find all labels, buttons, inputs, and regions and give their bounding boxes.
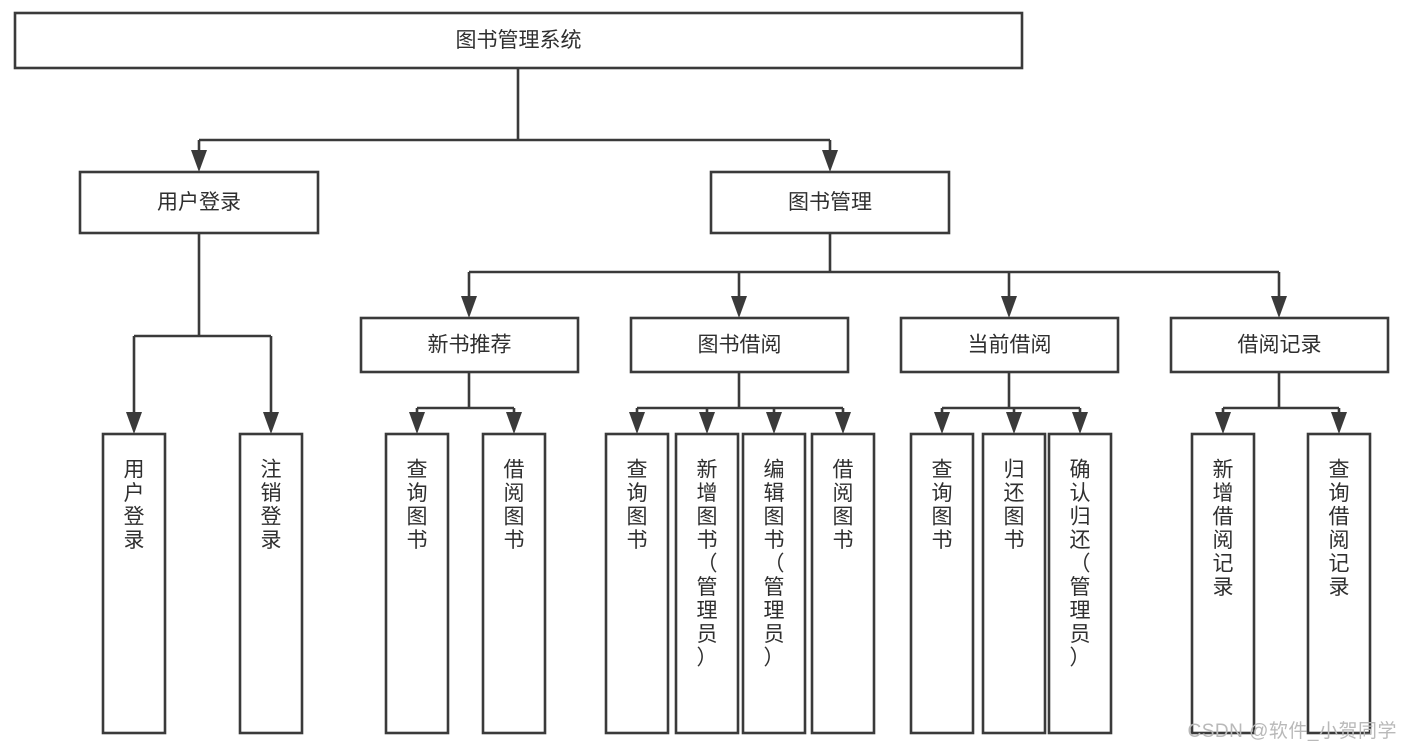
node-level2-book-management[interactable]: 图书管理 [709,170,951,235]
node-label: 图书借阅 [698,334,782,357]
node-box [1169,316,1390,374]
node-label: 借阅图书 [833,458,854,551]
node-label: 图书管理系统 [456,29,582,52]
node-label: 用户登录 [124,458,145,551]
node-box [1190,432,1256,735]
connector-bus-new-book [409,372,522,434]
node-level4-leaf-query-book-2[interactable]: 查询图书 [604,432,670,735]
node-label: 查询图书 [932,458,953,551]
node-box [1047,432,1113,735]
connector-bus-current-borrow [934,372,1088,434]
node-box [810,432,876,735]
node-box [1306,432,1372,735]
node-box [629,316,850,374]
csdn-watermark: CSDN @软件_小贺同学 [1187,721,1397,742]
node-level4-leaf-query-book-3[interactable]: 查询图书 [909,432,975,735]
node-root-system-title[interactable]: 图书管理系统 [13,11,1024,70]
node-level4-leaf-confirm-return-admin[interactable]: 确认归还（管理员） [1047,432,1113,735]
node-label: 新书推荐 [428,334,512,357]
node-label: 确认归还（管理员） [1070,458,1091,669]
node-level4-leaf-borrow-book-2[interactable]: 借阅图书 [810,432,876,735]
node-level3-current-borrow[interactable]: 当前借阅 [899,316,1120,374]
node-box [709,170,951,235]
connectors-layer [126,68,1347,434]
node-level3-new-book-recommend[interactable]: 新书推荐 [359,316,580,374]
node-box [359,316,580,374]
node-level4-leaf-user-login[interactable]: 用户登录 [101,432,167,735]
node-label: 图书管理 [788,191,872,214]
node-label: 查询图书 [627,458,648,551]
node-box [78,170,320,235]
connector-bus-user-login [126,233,279,434]
node-label: 归还图书 [1004,458,1025,551]
node-label: 查询图书 [407,458,428,551]
node-label: 编辑图书（管理员） [764,458,785,669]
connector-bus-book-management [461,233,1287,318]
node-box [604,432,670,735]
node-label: 借阅图书 [504,458,525,551]
node-level4-leaf-query-borrow-record[interactable]: 查询借阅记录 [1306,432,1372,735]
node-box [741,432,807,735]
connector-bus-book-borrow [629,372,851,434]
node-label: 新增图书（管理员） [697,458,718,669]
node-label: 注销登录 [261,458,282,551]
node-level4-leaf-add-book-admin[interactable]: 新增图书（管理员） [674,432,740,735]
node-level3-borrow-record[interactable]: 借阅记录 [1169,316,1390,374]
nodes-layer: 图书管理系统用户登录图书管理新书推荐图书借阅当前借阅借阅记录用户登录注销登录查询… [13,11,1390,735]
connector-bus-root [191,68,838,172]
node-box [899,316,1120,374]
node-label: 查询借阅记录 [1329,458,1350,598]
node-box [101,432,167,735]
node-level4-leaf-query-book-1[interactable]: 查询图书 [384,432,450,735]
node-level2-user-login[interactable]: 用户登录 [78,170,320,235]
node-level4-leaf-logout-login[interactable]: 注销登录 [238,432,304,735]
node-label: 用户登录 [157,191,241,214]
node-box [481,432,547,735]
connector-bus-borrow-record [1215,372,1347,434]
node-box [238,432,304,735]
node-label: 新增借阅记录 [1213,458,1234,598]
node-label: 借阅记录 [1238,334,1322,357]
node-level4-leaf-return-book[interactable]: 归还图书 [981,432,1047,735]
node-label: 当前借阅 [968,334,1052,357]
node-box [674,432,740,735]
node-level4-leaf-edit-book-admin[interactable]: 编辑图书（管理员） [741,432,807,735]
node-level3-book-borrow[interactable]: 图书借阅 [629,316,850,374]
node-box [13,11,1024,70]
node-level4-leaf-add-borrow-record[interactable]: 新增借阅记录 [1190,432,1256,735]
node-box [909,432,975,735]
node-level4-leaf-borrow-book-1[interactable]: 借阅图书 [481,432,547,735]
node-box [384,432,450,735]
node-box [981,432,1047,735]
